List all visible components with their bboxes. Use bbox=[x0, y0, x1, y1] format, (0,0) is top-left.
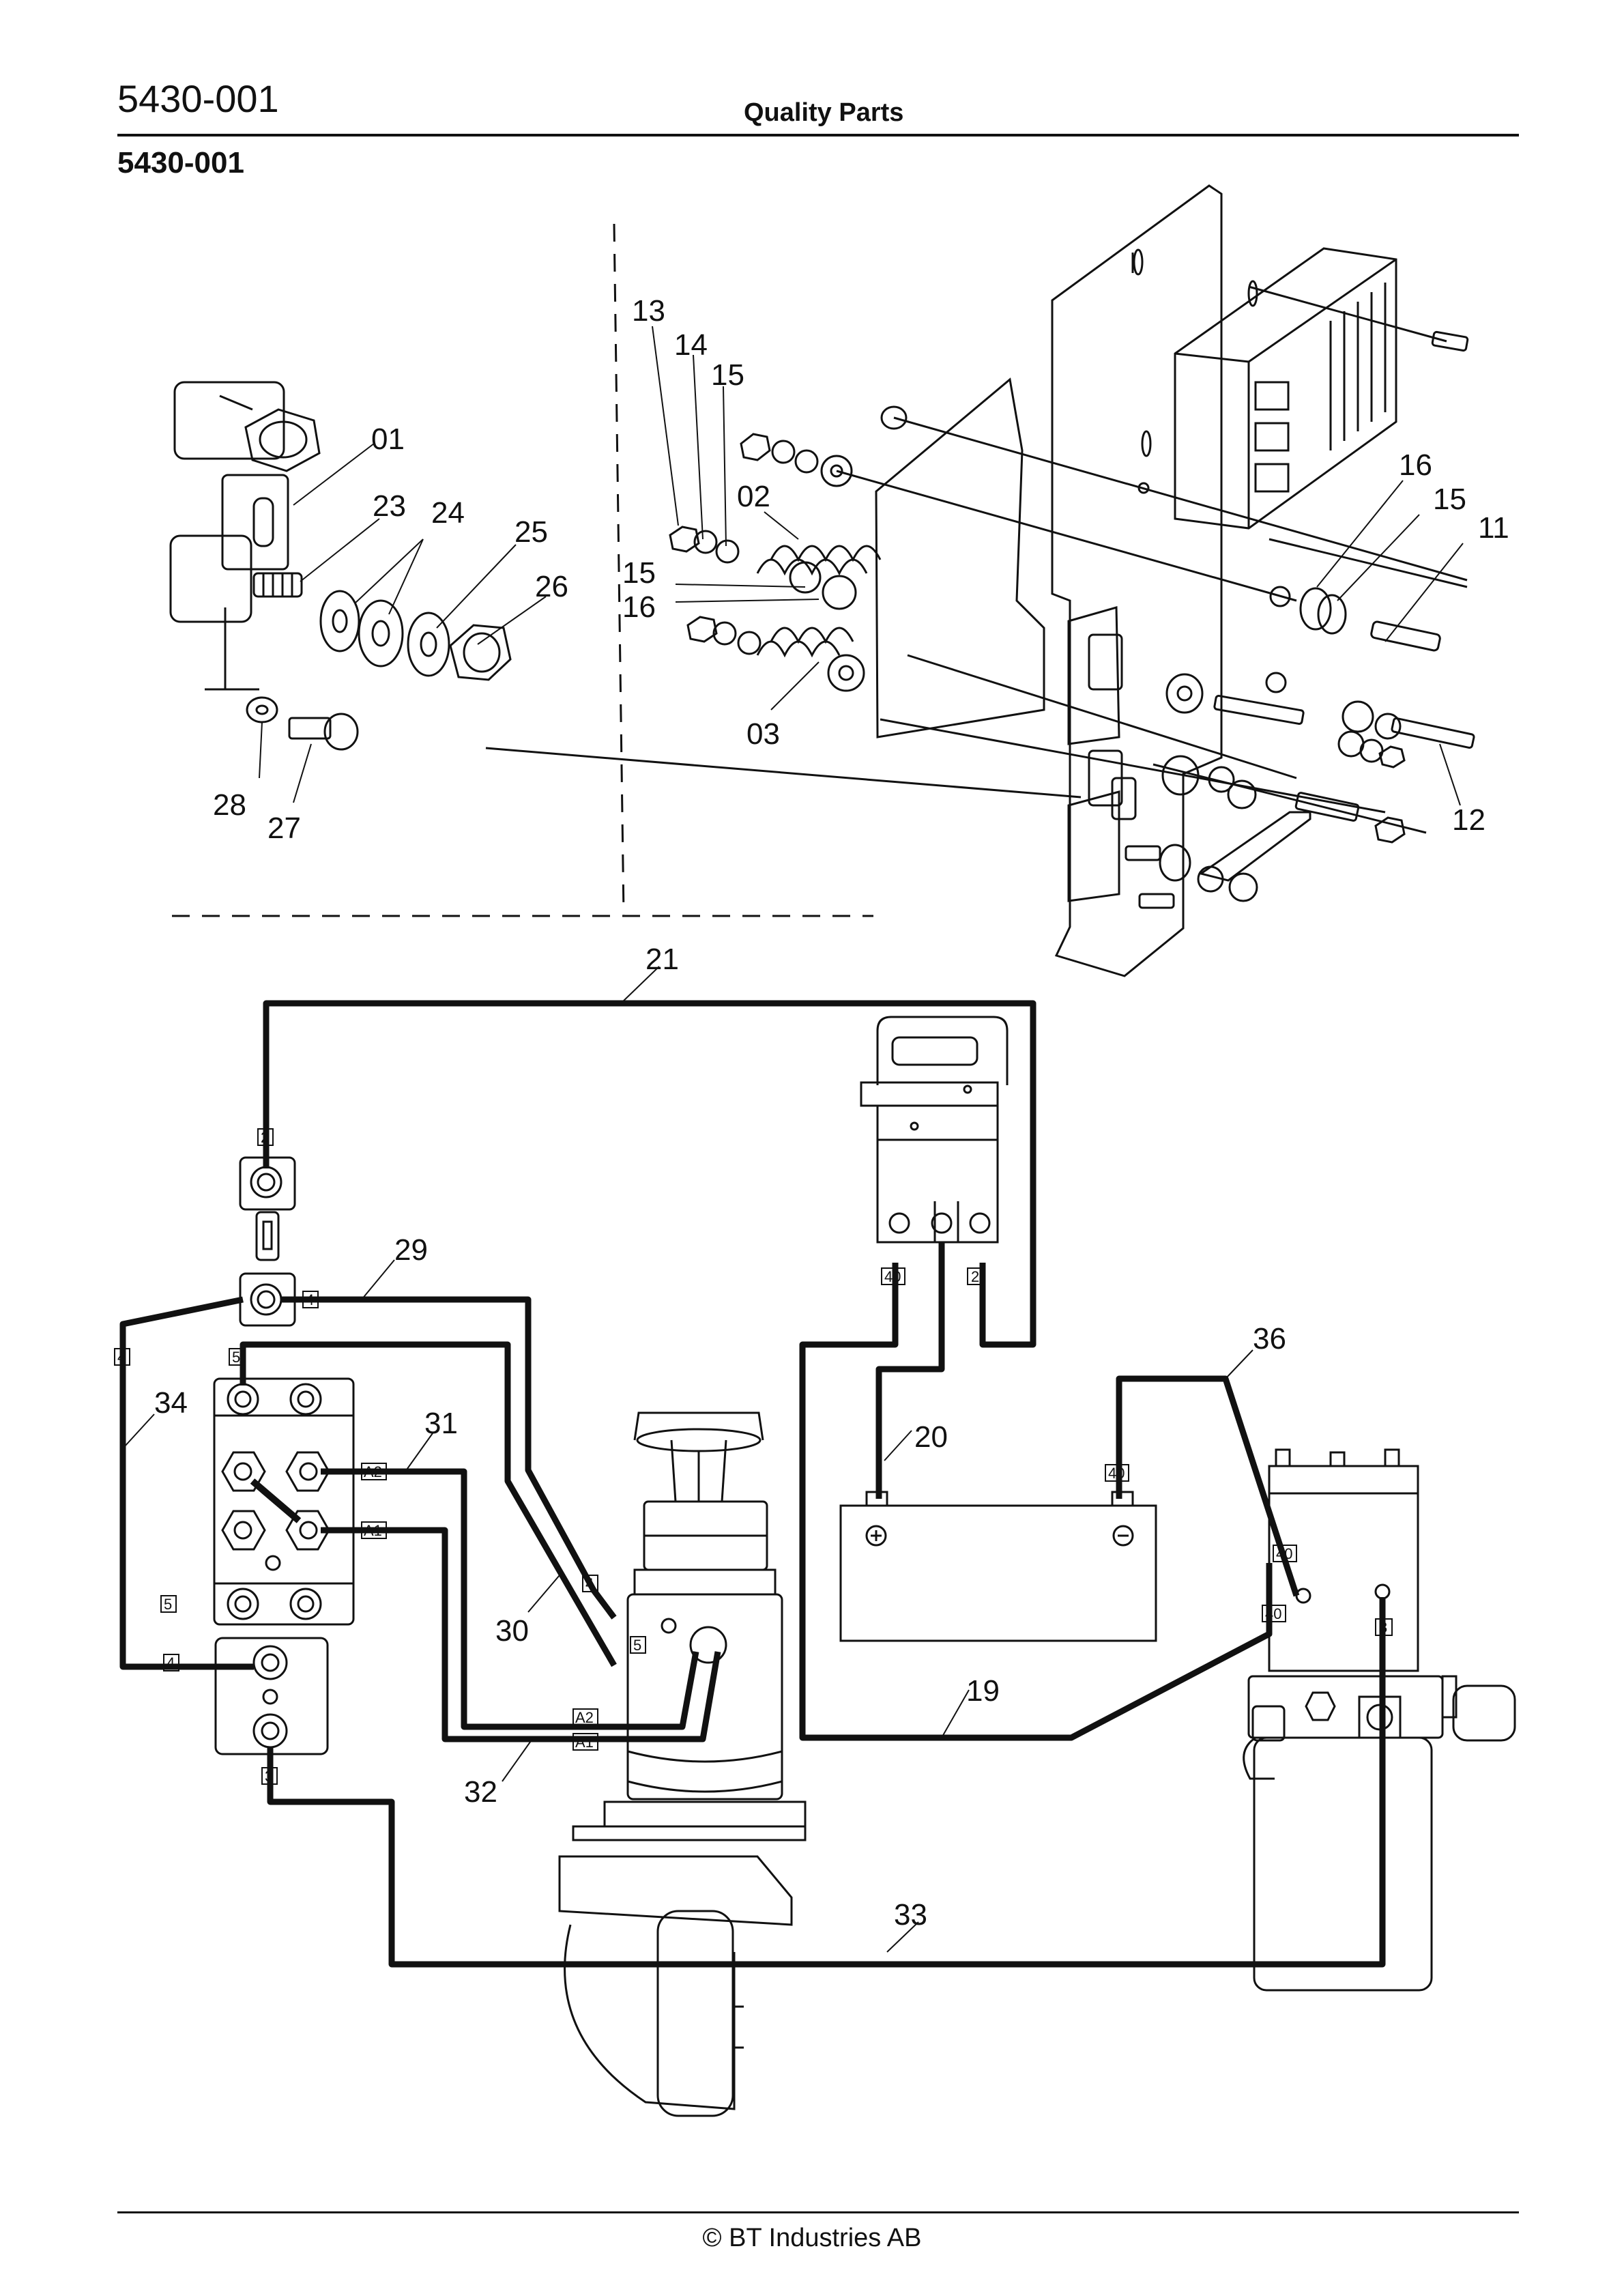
cable-33 bbox=[267, 1597, 1386, 1968]
callout-13: 13 bbox=[632, 294, 665, 328]
callout-30: 30 bbox=[495, 1614, 529, 1648]
callout-32: 32 bbox=[464, 1775, 497, 1809]
terminal-label: 40 bbox=[1276, 1545, 1292, 1562]
callout-16: 16 bbox=[622, 590, 656, 624]
callout-23: 23 bbox=[373, 489, 406, 523]
terminal-label: 40 bbox=[1108, 1465, 1125, 1482]
callout-29: 29 bbox=[394, 1233, 428, 1267]
callout-20: 20 bbox=[914, 1420, 948, 1454]
terminal-label: 2 bbox=[971, 1268, 979, 1285]
callout-14: 14 bbox=[674, 328, 708, 362]
callout-16: 16 bbox=[1399, 448, 1432, 482]
callout-19: 19 bbox=[966, 1674, 1000, 1708]
terminal-label: 40 bbox=[884, 1268, 901, 1285]
document-title: Quality Parts bbox=[744, 98, 904, 127]
terminal-label: 3 bbox=[265, 1768, 273, 1785]
terminal-label: 40 bbox=[1265, 1605, 1281, 1622]
callout-12: 12 bbox=[1452, 803, 1485, 837]
cable-34 bbox=[119, 1296, 254, 1670]
callout-25: 25 bbox=[514, 515, 548, 549]
callout-03: 03 bbox=[746, 717, 780, 751]
callout-28: 28 bbox=[213, 788, 246, 822]
cable-31 bbox=[321, 1468, 699, 1730]
terminal-label: A1 bbox=[575, 1734, 594, 1751]
terminal-label: 5 bbox=[232, 1349, 240, 1366]
callout-24: 24 bbox=[431, 496, 465, 530]
cable-20 bbox=[875, 1242, 945, 1499]
divider-vertical-dashed bbox=[613, 223, 625, 915]
callout-numbers: 01 02 03 11 12 13 14 15 15 15 16 16 19 2… bbox=[154, 294, 1509, 1932]
callout-36: 36 bbox=[1253, 1322, 1286, 1355]
terminal-label: 3 bbox=[1379, 1619, 1387, 1636]
terminal-label: A1 bbox=[364, 1522, 382, 1539]
callout-33: 33 bbox=[894, 1898, 927, 1932]
terminal-label: A2 bbox=[364, 1463, 382, 1480]
callout-27: 27 bbox=[267, 812, 301, 845]
cable-36 bbox=[1116, 1375, 1300, 1597]
cable-32 bbox=[321, 1527, 721, 1742]
callout-15: 15 bbox=[1433, 483, 1466, 516]
terminal-label: 2 bbox=[261, 1129, 269, 1146]
header-rule bbox=[117, 134, 1519, 137]
callout-31: 31 bbox=[424, 1407, 458, 1440]
callout-26: 26 bbox=[535, 570, 568, 603]
footer-copyright: © BT Industries AB bbox=[702, 2224, 922, 2252]
cable-19 bbox=[799, 1263, 1273, 1741]
terminal-label: 4 bbox=[306, 1291, 314, 1308]
terminal-labels: 2 4 4 5 5 A2 A1 4 3 4 5 A2 A1 40 2 40 40… bbox=[117, 1129, 1387, 1785]
cable-29 bbox=[281, 1296, 617, 1620]
terminal-label: 5 bbox=[164, 1596, 172, 1613]
terminal-label: A2 bbox=[575, 1709, 594, 1726]
callout-15: 15 bbox=[622, 556, 656, 590]
cable-21 bbox=[263, 1000, 1036, 1348]
terminal-label: 5 bbox=[633, 1637, 641, 1654]
callout-11: 11 bbox=[1478, 511, 1509, 545]
controller-assembly-drawing bbox=[485, 184, 1475, 977]
terminal-label: 4 bbox=[166, 1654, 175, 1671]
callout-15: 15 bbox=[711, 358, 744, 392]
callout-34: 34 bbox=[154, 1386, 188, 1420]
cable-30 bbox=[240, 1341, 617, 1667]
footer-rule bbox=[117, 2211, 1519, 2213]
callout-01: 01 bbox=[371, 422, 405, 456]
fuse-assembly-drawing bbox=[169, 381, 512, 751]
callout-21: 21 bbox=[646, 943, 679, 976]
document-code: 5430-001 bbox=[117, 77, 279, 120]
wiring-diagram bbox=[119, 326, 1516, 2117]
terminal-label: 4 bbox=[117, 1349, 126, 1366]
terminal-label: 4 bbox=[585, 1575, 594, 1592]
callout-02: 02 bbox=[737, 480, 770, 513]
section-code: 5430-001 bbox=[117, 146, 244, 180]
